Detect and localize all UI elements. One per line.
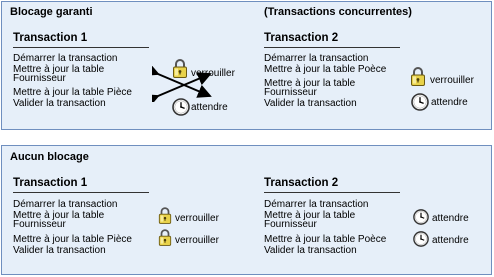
tx2-wait-label-2: attendre: [432, 235, 469, 246]
tx2-step-start: Démarrer la transaction: [264, 199, 369, 210]
tx1-step-update-part: Mettre à jour la table Pièce: [13, 234, 132, 245]
panel-title: Blocage garanti: [10, 6, 93, 18]
transaction-1-divider: [13, 47, 149, 48]
tx1-step-update-supplier: Mettre à jour la table: [13, 210, 105, 221]
tx2-lock-label: verrouiller: [430, 75, 474, 86]
deadlock-panel: Blocage garanti (Transactions concurrent…: [1, 1, 492, 130]
panel-title: Aucun blocage: [10, 151, 89, 163]
tx2-step-commit: Valider la transaction: [264, 98, 357, 109]
tx2-wait-label: attendre: [431, 97, 468, 108]
tx2-step-update-supplier-cont: Fournisseur: [264, 87, 317, 98]
tx2-step-update-part: Mettre à jour la table Poèce: [264, 234, 387, 245]
tx2-step-update-part: Mettre à jour la table Poèce: [264, 64, 387, 75]
lock-icon: [172, 58, 188, 79]
tx2-step-start: Démarrer la transaction: [264, 53, 369, 64]
tx1-step-update-supplier: Mettre à jour la table: [13, 64, 105, 75]
tx1-step-update-supplier-cont: Fournisseur: [13, 73, 66, 84]
tx2-step-update-supplier: Mettre à jour la table: [264, 78, 356, 89]
tx1-step-update-supplier-cont: Fournisseur: [13, 219, 66, 230]
transaction-2-divider: [264, 192, 400, 193]
clock-icon: [413, 209, 429, 225]
clock-icon: [413, 231, 429, 247]
no-deadlock-panel: Aucun blocage Transaction 1 Démarrer la …: [1, 145, 492, 275]
clock-icon: [411, 93, 429, 111]
lock-icon: [158, 228, 172, 247]
tx2-wait-label-1: attendre: [432, 213, 469, 224]
tx2-step-update-supplier-cont: Fournisseur: [264, 219, 317, 230]
panel-subtitle: (Transactions concurrentes): [264, 6, 412, 18]
tx1-wait-label: attendre: [191, 102, 228, 113]
lock-icon: [158, 206, 172, 225]
tx1-step-commit: Valider la transaction: [13, 98, 106, 109]
lock-icon: [410, 66, 426, 87]
tx1-lock-label-1: verrouiller: [175, 213, 219, 224]
deadlock-arrow-2: [152, 72, 212, 102]
transaction-1-divider: [13, 192, 149, 193]
transaction-2-divider: [264, 47, 400, 48]
deadlock-arrows: [152, 66, 212, 102]
clock-icon: [172, 98, 190, 116]
transaction-1-title: Transaction 1: [13, 32, 88, 44]
tx1-step-start: Démarrer la transaction: [13, 53, 118, 64]
tx1-lock-label-2: verrouiller: [175, 235, 219, 246]
transaction-1-title: Transaction 1: [13, 177, 88, 189]
transaction-2-title: Transaction 2: [264, 177, 339, 189]
tx1-step-update-part: Mettre à jour la table Pièce: [13, 87, 132, 98]
tx1-step-commit: Valider la transaction: [13, 245, 106, 256]
tx1-lock-label: verrouiller: [191, 68, 235, 79]
tx2-step-update-supplier: Mettre à jour la table: [264, 210, 356, 221]
transaction-2-title: Transaction 2: [264, 32, 339, 44]
tx1-step-start: Démarrer la transaction: [13, 199, 118, 210]
tx2-step-commit: Valider la transaction: [264, 245, 357, 256]
